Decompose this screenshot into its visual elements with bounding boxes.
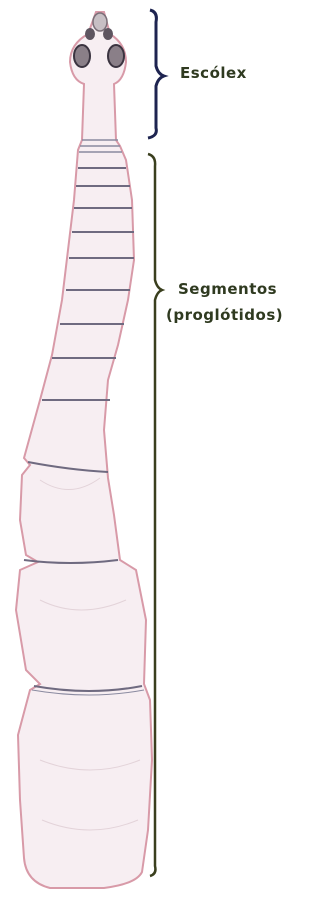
scolex-label: Escólex [180, 64, 247, 82]
sucker-left [74, 45, 90, 67]
scolex-bracket [148, 10, 164, 138]
segments-label-line2: (proglótidos) [166, 306, 283, 324]
sucker-top-left [85, 28, 95, 40]
sucker-top-right [103, 28, 113, 40]
segments-label-line1: Segmentos [178, 280, 277, 298]
tapeworm-body [16, 12, 152, 888]
sucker-right [108, 45, 124, 67]
scolex-rostellum [93, 13, 107, 31]
